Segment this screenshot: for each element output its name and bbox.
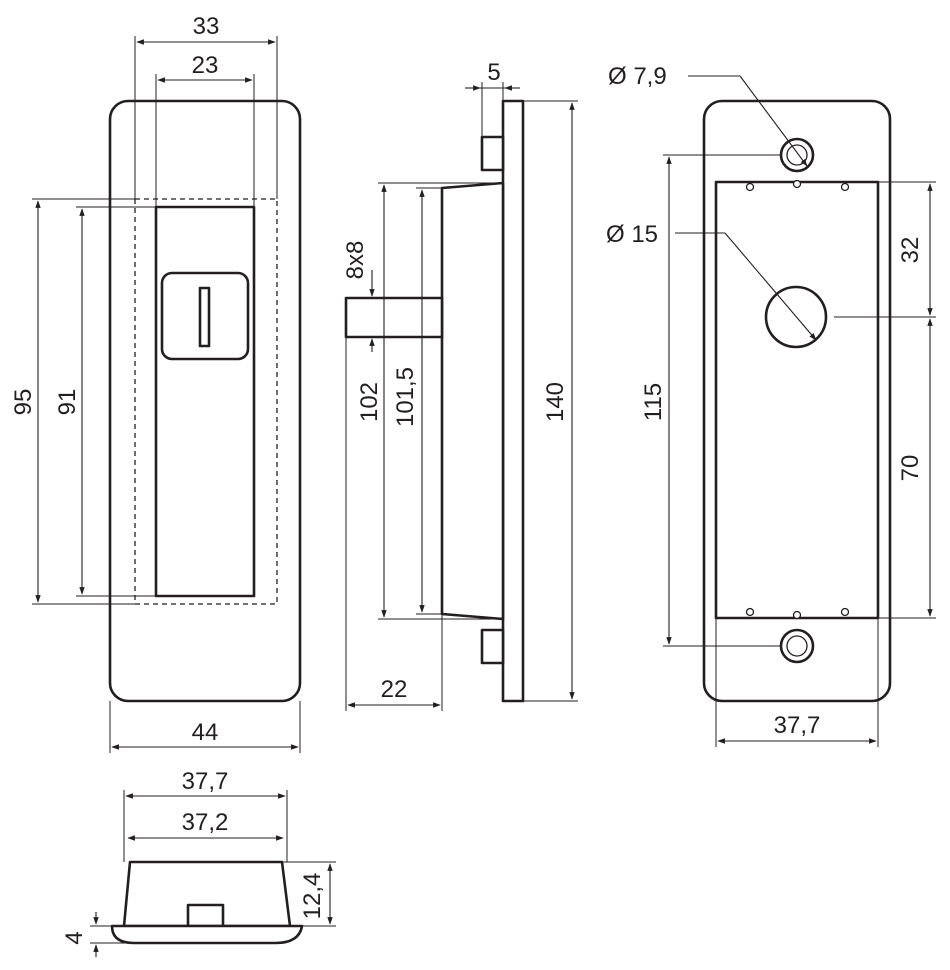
rivet-dot: [745, 607, 755, 617]
dim-label-8x8: 8x8: [342, 241, 369, 280]
dim-label-5: 5: [487, 59, 500, 86]
side-screw-boss-top: [480, 135, 505, 172]
front-view: 33 23 95 91 44: [10, 13, 302, 753]
side-body: [440, 181, 505, 621]
back-view: Ø 7,9 Ø 15 115 32 70 37,7: [606, 63, 936, 747]
bottom-spindle-stub: [186, 903, 225, 928]
leader-arrow-7-9: [739, 75, 808, 167]
dim-label-22: 22: [381, 676, 408, 703]
dim-label-115: 115: [640, 383, 667, 421]
dim-label-91: 91: [54, 389, 81, 416]
dim-label-102: 102: [356, 382, 383, 422]
bottom-lip: [110, 924, 304, 945]
rivet-dot: [792, 179, 802, 189]
back-plate: [702, 99, 892, 703]
leader-arrow-15: [724, 232, 817, 341]
screw-hole-bottom-inner: [786, 635, 808, 657]
dim-label-32: 32: [897, 237, 924, 264]
front-hidden-body: [134, 198, 278, 605]
screw-hole-bottom: [779, 628, 815, 664]
dim-label-12-4: 12,4: [299, 873, 326, 920]
front-recess: [154, 205, 256, 598]
side-plate: [501, 99, 525, 703]
dim-label-44: 44: [192, 719, 219, 746]
dim-label-37-2: 37,2: [182, 809, 229, 836]
dim-label-4: 4: [61, 931, 88, 944]
dim-label-95: 95: [10, 389, 37, 416]
dim-label-spindle-hole: Ø 15: [606, 221, 658, 248]
side-view: 5 8x8 102 101,5 140 22: [342, 59, 578, 711]
dim-label-37-7-back: 37,7: [774, 712, 821, 739]
rivet-dot: [840, 607, 850, 617]
dim-label-37-7-bottom: 37,7: [182, 768, 229, 795]
bottom-view: 37,7 37,2 12,4 4: [61, 768, 336, 957]
screw-hole-top-inner: [786, 144, 808, 166]
dim-label-screw-hole: Ø 7,9: [608, 63, 667, 90]
screw-hole-top: [779, 137, 815, 173]
front-emergency-release: [160, 271, 250, 361]
dim-label-101-5: 101,5: [392, 367, 419, 427]
dim-label-140: 140: [542, 382, 569, 422]
rivet-dot: [840, 182, 850, 192]
side-screw-boss-bottom: [480, 628, 505, 665]
dim-label-70: 70: [897, 455, 924, 482]
side-spindle: [344, 296, 444, 339]
dim-label-23: 23: [192, 52, 219, 79]
front-release-slot: [198, 286, 211, 348]
rivet-dot: [745, 182, 755, 192]
front-plate: [108, 99, 302, 703]
dim-label-33: 33: [193, 13, 220, 40]
rivet-dot: [792, 610, 802, 620]
